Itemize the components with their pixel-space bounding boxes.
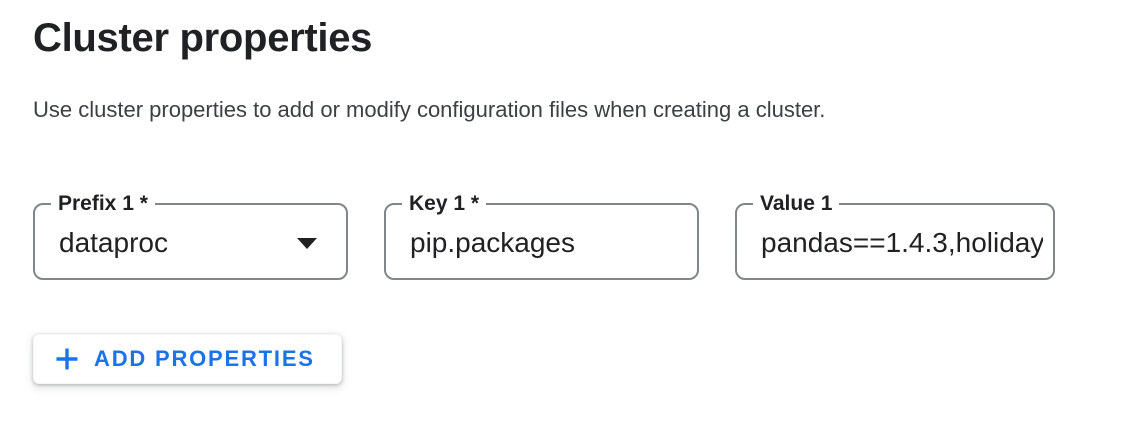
value-field: Value 1	[735, 189, 1055, 280]
cluster-property-row: Prefix 1 * dataproc Key 1 * Value 1	[33, 189, 1055, 280]
key-field-label: Key 1 *	[402, 189, 487, 219]
add-properties-button[interactable]: ADD PROPERTIES	[33, 334, 342, 384]
plus-icon	[56, 348, 78, 370]
page-title: Cluster properties	[33, 16, 373, 60]
page-description: Use cluster properties to add or modify …	[33, 97, 826, 122]
add-properties-button-label: ADD PROPERTIES	[94, 346, 315, 371]
prefix-field: Prefix 1 * dataproc	[33, 189, 348, 280]
caret-down-icon	[297, 237, 317, 249]
value-field-label: Value 1	[753, 189, 840, 219]
prefix-field-label: Prefix 1 *	[51, 189, 155, 219]
prefix-selected-value: dataproc	[59, 226, 168, 258]
prefix-select[interactable]: dataproc	[35, 205, 346, 278]
key-field: Key 1 *	[384, 189, 699, 280]
